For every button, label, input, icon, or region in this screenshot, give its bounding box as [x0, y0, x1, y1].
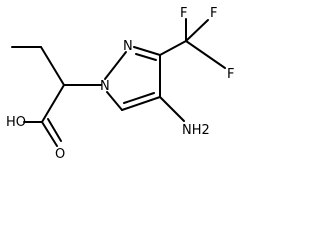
chemical-structure: HO O N N F F F NH2 — [6, 6, 234, 161]
hydroxyl-oxygen-label: HO — [6, 115, 26, 130]
bond-chalpha-ccooh — [41, 84, 65, 123]
bond-n2-c3-double-1 — [133, 46, 161, 56]
bond-n1-n2 — [104, 51, 127, 80]
bond-cf3-f-top-right — [185, 19, 209, 42]
bond-cf3-f-right — [185, 40, 226, 69]
bond-ccooh-o-double-2 — [47, 118, 62, 142]
bond-c4-c5-double-1 — [121, 96, 161, 111]
amine-label: NH2 — [182, 123, 210, 138]
bond-c4-c5-double-2 — [123, 92, 155, 104]
bond-c4-nh2 — [159, 96, 185, 122]
fluorine-top-left-label: F — [180, 6, 187, 21]
fluorine-right-label: F — [227, 67, 234, 82]
bond-n2-c3-double-2 — [135, 53, 157, 61]
fluorine-top-right-label: F — [210, 6, 217, 21]
bond-c3-cf3 — [159, 40, 187, 56]
bond-ccooh-o-double-1 — [41, 121, 58, 147]
ring-nitrogen-2-label: N — [123, 39, 133, 54]
ring-nitrogen-1-label: N — [100, 79, 110, 94]
bond-c5-n1 — [106, 91, 123, 111]
bond-ch2-chalpha — [40, 46, 65, 86]
carbonyl-oxygen-label: O — [55, 147, 65, 161]
